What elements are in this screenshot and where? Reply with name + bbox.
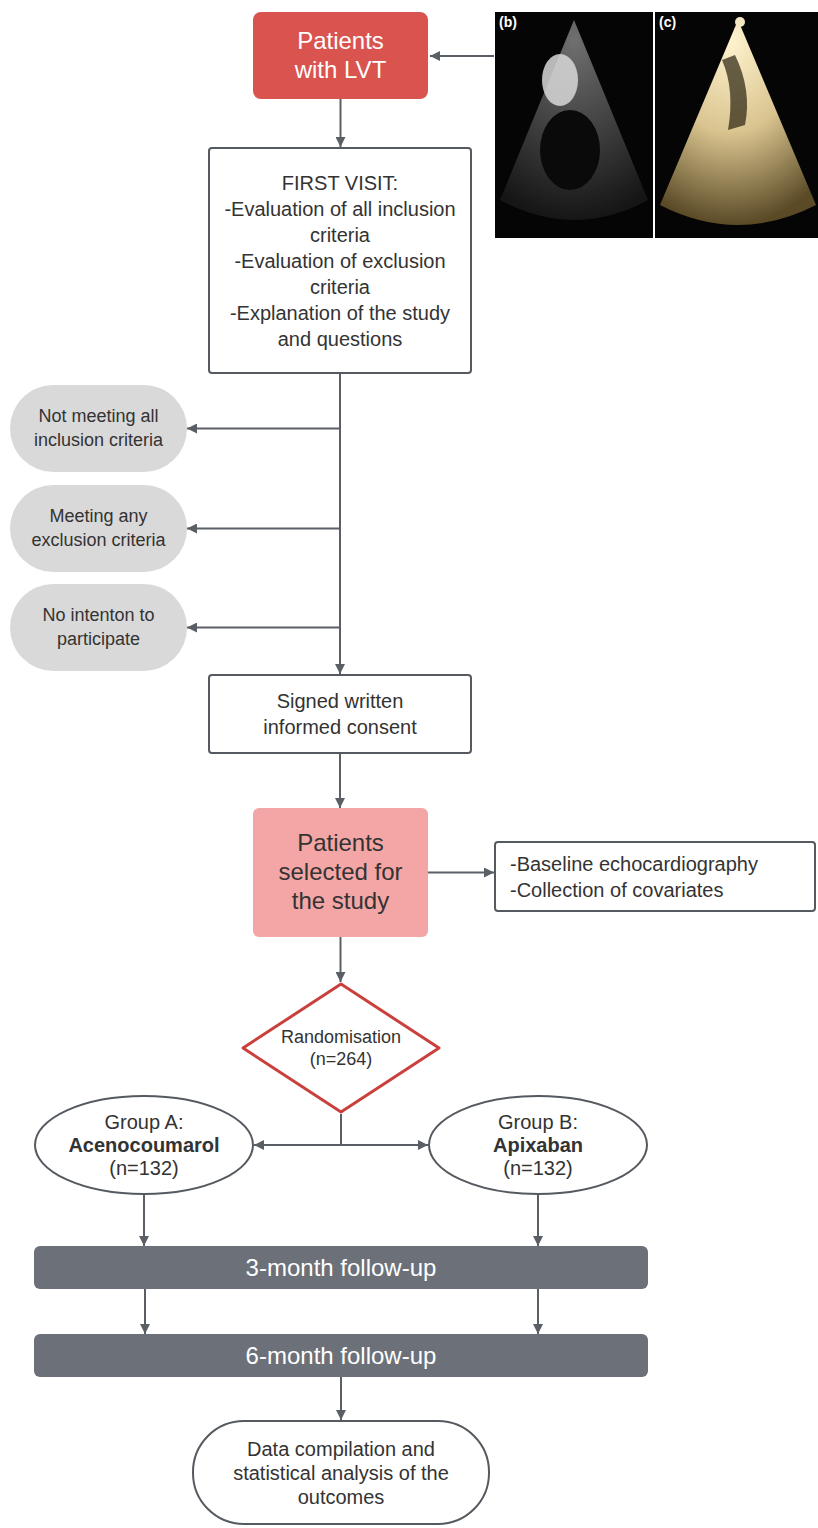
text-group: 3-month follow-up (246, 1254, 437, 1282)
node-text: Apixaban (493, 1134, 583, 1157)
echo-panel-c (655, 12, 818, 238)
node-text: Group A: (105, 1111, 184, 1134)
text-group: Not meeting all inclusion criteria (22, 405, 175, 452)
decision-diamond: Randomisation(n=264) (241, 982, 441, 1114)
text-group: -Baseline echocardiography-Collection of… (510, 851, 758, 903)
flow-arrow (340, 99, 342, 147)
terminal-box: Data compilation and statistical analysi… (192, 1420, 490, 1525)
text-group: Randomisation(n=264) (281, 1026, 401, 1071)
group-ellipse: Group B:Apixaban(n=132) (428, 1095, 648, 1195)
flow-arrow (341, 1114, 428, 1145)
text-group: Group A:Acenocoumarol(n=132) (68, 1111, 219, 1180)
node-text: -Explanation of the study and questions (222, 300, 458, 352)
node-text: -Evaluation of exclusion criteria (222, 248, 458, 300)
exclusion-pill: Meeting any exclusion criteria (10, 485, 187, 572)
node-text: Patients with LVT (281, 27, 400, 85)
note-box: -Baseline echocardiography-Collection of… (494, 841, 816, 912)
node-text: -Evaluation of all inclusion criteria (222, 196, 458, 248)
image-arrow (430, 55, 494, 57)
text-group: Meeting any exclusion criteria (22, 505, 175, 552)
text-group: Patients selected for the study (273, 829, 408, 915)
group-ellipse: Group A:Acenocoumarol(n=132) (34, 1095, 254, 1195)
diamond-outline (241, 982, 441, 1114)
flow-arrow (339, 754, 341, 808)
text-group: 6-month follow-up (246, 1342, 437, 1370)
flow-arrow (339, 374, 341, 674)
process-box: FIRST VISIT:-Evaluation of all inclusion… (208, 147, 472, 374)
node-text: FIRST VISIT: (282, 170, 398, 196)
start-box: Patients with LVT (253, 12, 428, 99)
flow-arrow (537, 1289, 539, 1334)
process-box: Signed written informed consent (208, 674, 472, 754)
node-text: Acenocoumarol (68, 1134, 219, 1157)
flow-arrow (144, 1289, 146, 1334)
node-text: Not meeting all inclusion criteria (22, 405, 175, 452)
follow-up-band: 3-month follow-up (34, 1246, 648, 1289)
text-group: Patients with LVT (281, 27, 400, 85)
panel-label: (c) (659, 14, 676, 30)
node-text: Data compilation and statistical analysi… (218, 1437, 464, 1509)
node-text: (n=264) (310, 1048, 373, 1071)
node-text: Randomisation (281, 1026, 401, 1049)
flow-arrow (187, 374, 340, 429)
text-group: FIRST VISIT:-Evaluation of all inclusion… (222, 170, 458, 352)
follow-up-band: 6-month follow-up (34, 1334, 648, 1377)
node-text: 6-month follow-up (246, 1342, 437, 1370)
node-text: (n=132) (503, 1157, 573, 1180)
exclusion-pill: No intenton to participate (10, 584, 187, 671)
text-group: Signed written informed consent (250, 688, 430, 740)
panel-label: (b) (499, 14, 517, 30)
node-text: -Collection of covariates (510, 877, 723, 903)
node-text: Signed written informed consent (250, 688, 430, 740)
node-text: -Baseline echocardiography (510, 851, 758, 877)
flow-arrow (340, 1377, 342, 1420)
flow-arrow (143, 1195, 145, 1246)
text-group: Group B:Apixaban(n=132) (493, 1111, 583, 1180)
node-text: 3-month follow-up (246, 1254, 437, 1282)
flow-arrow (340, 937, 342, 982)
selected-box: Patients selected for the study (253, 808, 428, 937)
node-text: No intenton to participate (22, 604, 175, 651)
exclusion-pill: Not meeting all inclusion criteria (10, 385, 187, 472)
echo-panel-b (495, 12, 653, 238)
flow-arrow (187, 374, 340, 628)
flow-arrow (187, 374, 340, 529)
flow-arrow (428, 872, 494, 874)
node-text: Meeting any exclusion criteria (22, 505, 175, 552)
text-group: No intenton to participate (22, 604, 175, 651)
node-text: Group B: (498, 1111, 578, 1134)
node-text: Patients selected for the study (273, 829, 408, 915)
node-text: (n=132) (109, 1157, 179, 1180)
text-group: Data compilation and statistical analysi… (218, 1437, 464, 1509)
flow-arrow (254, 1114, 341, 1145)
flow-arrow (537, 1195, 539, 1246)
